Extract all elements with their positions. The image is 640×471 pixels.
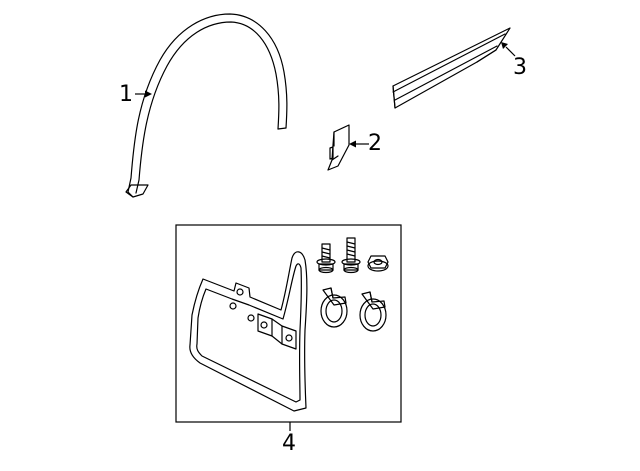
part-4-clip-left [320,287,348,328]
arrowhead-3 [501,42,508,49]
callout-2-label: 2 [368,131,382,156]
part-4-clip-right [359,291,387,332]
arrowhead-2 [349,140,356,148]
part-3-side-moulding [392,27,511,109]
leader-3 [505,46,516,57]
callout-4-label: 4 [282,431,296,456]
part-1-wheel-arch-flare [125,13,288,198]
part-4-mud-flap [189,251,308,412]
kit-4-frame [175,224,402,423]
arrowhead-1 [145,90,152,98]
part-4-flange-nut [367,255,389,272]
leader-lines [135,42,516,431]
part-4-bolt-long [341,237,361,274]
callout-3-label: 3 [513,55,527,80]
part-4-bolt-short [316,243,336,274]
part-2-bracket [327,124,350,171]
callout-1-label: 1 [119,82,133,107]
